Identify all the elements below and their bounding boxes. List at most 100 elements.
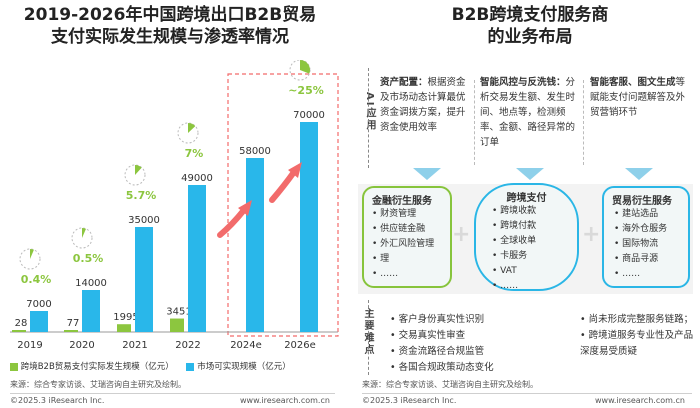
legend-swatch-actual <box>10 362 18 371</box>
penetration-label: 0.5% <box>73 252 104 265</box>
bar-market-label: 7000 <box>26 299 51 310</box>
bar-actual <box>12 330 26 332</box>
bar-market-label: 14000 <box>75 278 107 289</box>
trade-item: …… <box>614 267 688 282</box>
growth-arrow-1-head <box>238 200 252 216</box>
left-title: 2019-2026年中国跨境出口B2B贸易 支付实际发生规模与渗透率情况 <box>0 4 340 48</box>
penetration-label: ~25% <box>288 84 324 97</box>
right-source: 来源：综合专家访谈、艾瑞咨询自主研究及绘制。 <box>362 380 538 389</box>
penetration-slice <box>300 60 310 74</box>
bar-market-label: 49000 <box>181 173 213 184</box>
plus-icon-1: + <box>452 222 471 247</box>
fin-item: …… <box>372 267 450 282</box>
x-tick-label: 2020 <box>69 340 94 351</box>
trade-item: 海外仓服务 <box>614 222 688 237</box>
x-tick-label: 2024e <box>230 340 262 351</box>
bar-market <box>300 122 318 332</box>
ai-col2: 智能风控与反洗钱：分析交易发生额、发生时间、地点等，检测频率、金额、路径异常的订… <box>480 75 576 150</box>
bar-actual-label: 3451 <box>166 307 191 318</box>
bar-actual <box>170 318 184 332</box>
forecast-highlight-box <box>227 73 339 337</box>
difficulty-left-item: 客户身份真实性识别 <box>390 312 570 328</box>
ai-col2-body: 分析交易发生额、发生时间、地点等，检测频率、金额、路径异常的订单 <box>480 77 576 148</box>
penetration-slice <box>30 249 34 259</box>
chart-legend: 跨境B2B贸易支付实际发生规模（亿元） 市场可实现规模（亿元） <box>10 360 340 372</box>
difficulty-right-item: 尚未形成完整服务链路； <box>580 312 695 328</box>
trade-item: 建站选品 <box>614 207 688 222</box>
right-title-line1: B2B跨境支付服务商 <box>451 5 609 25</box>
growth-arrow-2 <box>269 169 297 203</box>
trade-services-card: 贸易衍生服务 建站选品海外仓服务国际物流商品寻源…… <box>602 186 690 288</box>
bar-market-label: 58000 <box>239 146 271 157</box>
ai-col1-title: 资产配置： <box>380 77 428 88</box>
chevron-3 <box>625 168 653 180</box>
trade-title: 贸易衍生服务 <box>612 196 672 207</box>
trade-item: 商品寻源 <box>614 252 688 267</box>
core-item: 全球收单 <box>492 234 577 249</box>
bar-market <box>82 290 100 332</box>
bar-market-label: 35000 <box>128 215 160 226</box>
penetration-ring <box>71 227 93 249</box>
trade-item: 国际物流 <box>614 237 688 252</box>
core-list: 跨境收款跨境付款全球收单卡服务VAT…… <box>476 204 577 294</box>
bar-market <box>135 227 153 332</box>
difficulty-left-item: 资金流路径合规监管 <box>390 344 570 360</box>
core-item: 卡服务 <box>492 249 577 264</box>
right-footer-divider <box>362 393 692 394</box>
penetration-ring <box>19 248 41 270</box>
core-item: 跨境付款 <box>492 219 577 234</box>
fin-item: 财资管理 <box>372 207 450 222</box>
ai-col3: 智能客服、图文生成等赋能支付问题解答及外贸营销环节 <box>590 75 688 120</box>
financial-services-card: 金融衍生服务 财资管理供应链金融外汇风险管理理…… <box>362 186 452 288</box>
right-title: B2B跨境支付服务商 的业务布局 <box>360 4 700 48</box>
fin-title: 金融衍生服务 <box>372 196 432 207</box>
ai-col1-body: 根据资金及市场动态计算最优资金调拨方案，提升资金使用效率 <box>380 77 466 133</box>
ai-col3-title: 智能客服、图文生成 <box>590 77 676 88</box>
penetration-slice <box>82 228 86 238</box>
difficulty-left-item: 交易真实性审查 <box>390 328 570 344</box>
ai-label: AI应用 <box>364 92 375 132</box>
fin-item: 外汇风险管理 <box>372 237 450 252</box>
fin-item: 理 <box>372 252 450 267</box>
core-title: 跨境支付 <box>506 193 547 204</box>
difficulty-right-item: 跨境道服务专业性及产品深度易受质疑 <box>580 328 695 360</box>
x-tick-label: 2022 <box>175 340 200 351</box>
plus-icon-2: + <box>582 222 601 247</box>
difficulty-label: 主要难点 <box>362 308 373 356</box>
penetration-slice <box>188 123 196 133</box>
ai-col2-title: 智能风控与反洗钱： <box>480 77 566 88</box>
left-footer-divider <box>10 393 335 394</box>
trade-list: 建站选品海外仓服务国际物流商品寻源…… <box>604 207 688 282</box>
cross-border-payment-card: 跨境支付 跨境收款跨境付款全球收单卡服务VAT…… <box>474 183 579 291</box>
left-copyright: ©2025.3 iResearch Inc. <box>10 396 105 405</box>
ai-sep2 <box>583 80 584 165</box>
right-title-line2: 的业务布局 <box>487 27 573 47</box>
ai-col1: 资产配置：根据资金及市场动态计算最优资金调拨方案，提升资金使用效率 <box>380 75 470 135</box>
ai-col3-body: 等赋能支付问题解答及外贸营销环节 <box>590 77 686 118</box>
bar-actual <box>64 330 78 332</box>
x-tick-label: 2021 <box>122 340 147 351</box>
difficulty-list-left: 客户身份真实性识别交易真实性审查资金流路径合规监管各国合规政策动态变化 <box>390 312 570 376</box>
bar-actual-label: 28 <box>15 318 28 329</box>
bar-market <box>246 158 264 332</box>
penetration-ring <box>177 122 199 144</box>
difficulty-divider <box>368 300 369 375</box>
bar-market <box>188 185 206 332</box>
bar-actual-label: 1995 <box>113 312 138 323</box>
bar-chart: 28700020190.4%771400020200.5%19953500020… <box>10 60 339 351</box>
penetration-label: 7% <box>185 147 204 160</box>
penetration-label: 0.4% <box>21 273 52 286</box>
right-copyright: ©2025.3 iResearch Inc. <box>362 396 457 405</box>
legend-label-actual: 跨境B2B贸易支付实际发生规模（亿元） <box>20 362 174 372</box>
growth-arrow-2-head <box>288 162 302 178</box>
x-tick-label: 2019 <box>17 340 42 351</box>
left-website: www.iresearch.com.cn <box>240 396 330 405</box>
bar-market-label: 70000 <box>293 110 325 121</box>
difficulty-list-right: 尚未形成完整服务链路；跨境道服务专业性及产品深度易受质疑 <box>580 312 695 360</box>
x-tick-label: 2026e <box>284 340 316 351</box>
left-title-line2: 支付实际发生规模与渗透率情况 <box>51 27 289 47</box>
penetration-ring <box>124 164 146 186</box>
bar-market <box>30 311 48 332</box>
ai-divider <box>368 68 369 168</box>
ai-sep1 <box>474 80 475 165</box>
